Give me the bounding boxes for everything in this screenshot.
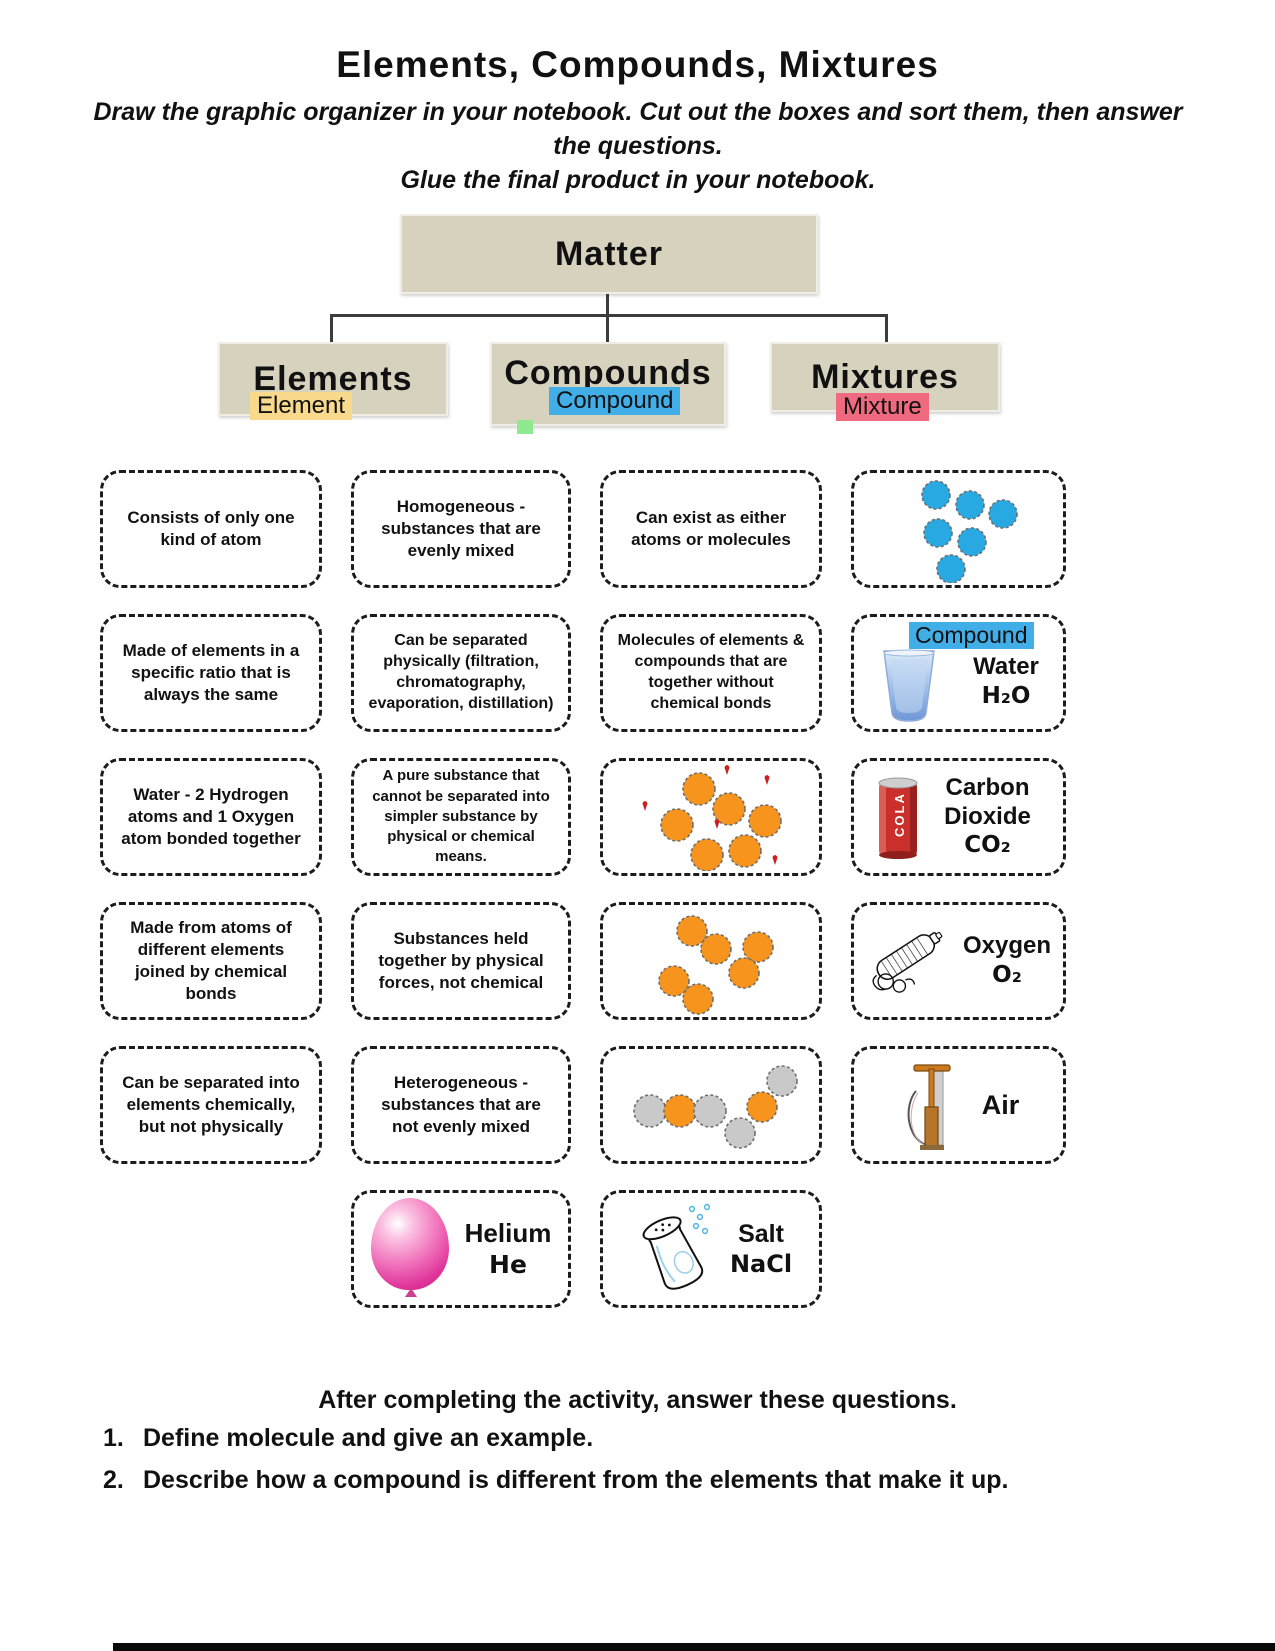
tree-connector-line: [330, 314, 333, 343]
question-1-text: Define molecule and give an example.: [143, 1424, 594, 1452]
card-text: Consists of only one kind of atom: [127, 507, 295, 549]
svg-text:COLA: COLA: [892, 792, 907, 837]
card-text: Homogeneous - substances that are evenly…: [381, 496, 541, 561]
card-specific-ratio: Made of elements in a specific ratio tha…: [100, 614, 322, 732]
card-water: Compound Water H₂O: [851, 614, 1066, 732]
orange-molecules-red-dots-icon: [642, 765, 782, 871]
card-carbon-dioxide: COLA Carbon Dioxide CO₂: [851, 758, 1066, 876]
helium-formula: He: [489, 1249, 527, 1279]
card-text: Water - 2 Hydrogen atoms and 1 Oxygen at…: [121, 784, 301, 849]
mixture-tag-label: Mixture: [836, 393, 929, 422]
instructions: Draw the graphic organizer in your noteb…: [78, 96, 1198, 197]
bottom-page-edge-bar: [113, 1643, 1275, 1651]
carbon-dioxide-formula: CO₂: [964, 832, 1011, 859]
element-tag-label: Element: [250, 392, 353, 421]
oxygen-tank-icon: [872, 931, 943, 993]
card-text: Molecules of elements & compounds that a…: [617, 632, 805, 712]
card-different-elements-bonds: Made from atoms of different elements jo…: [100, 902, 322, 1020]
card-text: Can exist as either atoms or molecules: [631, 507, 791, 549]
card-molecule-chains: [600, 1046, 822, 1164]
matter-box: Matter: [400, 214, 818, 294]
question-2-number: 2.: [103, 1466, 124, 1494]
helium-label: Helium: [464, 1217, 552, 1248]
question-1-number: 1.: [103, 1424, 124, 1452]
card-helium: Helium He: [351, 1190, 571, 1308]
instructions-line1: Draw the graphic organizer in your noteb…: [93, 98, 1183, 160]
card-text: Can be separated physically (filtration,…: [368, 632, 554, 712]
water-formula: H₂O: [981, 682, 1031, 709]
pink-balloon-icon: [370, 1198, 453, 1300]
blue-atoms-icon: [920, 480, 1018, 583]
card-text: Can be separated into elements chemicall…: [122, 1072, 300, 1137]
oxygen-formula: O₂: [992, 962, 1022, 989]
card-molecules-no-bonds: Molecules of elements & compounds that a…: [600, 614, 822, 732]
oxygen-label: Oxygen: [962, 932, 1051, 960]
card-separated-physically: Can be separated physically (filtration,…: [351, 614, 571, 732]
card-homogeneous: Homogeneous - substances that are evenly…: [351, 470, 571, 588]
question-1: 1. Define molecule and give an example.: [103, 1424, 593, 1453]
water-label: Water: [973, 653, 1039, 680]
card-separated-chemically: Can be separated into elements chemicall…: [100, 1046, 322, 1164]
card-air: Air: [851, 1046, 1066, 1164]
card-salt: Salt NaCl: [600, 1190, 822, 1308]
card-text: Made of elements in a specific ratio tha…: [122, 640, 300, 705]
green-highlight-mark: [517, 420, 533, 434]
questions-heading: After completing the activity, answer th…: [318, 1386, 957, 1414]
tree-connector-line: [606, 294, 609, 315]
card-text: A pure substance that cannot be separate…: [372, 767, 550, 866]
salt-shaker-icon: [642, 1203, 711, 1290]
card-orange-pairs: [600, 902, 822, 1020]
instructions-line2: Glue the final product in your notebook.: [400, 165, 876, 194]
card-oxygen: Oxygen O₂: [851, 902, 1066, 1020]
card-water-description: Water - 2 Hydrogen atoms and 1 Oxygen at…: [100, 758, 322, 876]
tree-connector-line: [885, 314, 888, 343]
salt-formula: NaCl: [729, 1250, 793, 1278]
card-physical-forces: Substances held together by physical for…: [351, 902, 571, 1020]
card-text: Made from atoms of different elements jo…: [130, 917, 292, 1004]
carbon-dioxide-label: Carbon Dioxide: [944, 773, 1031, 830]
mixed-molecule-chains-icon: [633, 1065, 798, 1149]
card-text: Substances held together by physical for…: [378, 928, 544, 993]
salt-label: Salt: [738, 1220, 784, 1248]
card-pure-substance: A pure substance that cannot be separate…: [351, 758, 571, 876]
question-2: 2. Describe how a compound is different …: [103, 1466, 1008, 1495]
compounds-box: Compounds: [490, 342, 726, 426]
air-label: Air: [981, 1089, 1020, 1120]
orange-molecule-pairs-icon: [658, 915, 774, 1015]
card-one-kind-of-atom: Consists of only one kind of atom: [100, 470, 322, 588]
question-2-text: Describe how a compound is different fro…: [143, 1466, 1009, 1494]
page-title: Elements, Compounds, Mixtures: [336, 44, 939, 85]
card-atoms-or-molecules: Can exist as either atoms or molecules: [600, 470, 822, 588]
card-heterogeneous: Heterogeneous - substances that are not …: [351, 1046, 571, 1164]
tree-connector-line: [330, 314, 888, 317]
air-pump-icon: [907, 1064, 951, 1150]
compound-tag-label: Compound: [549, 387, 681, 416]
card-text: Heterogeneous - substances that are not …: [381, 1072, 541, 1137]
glass-of-water-icon: [883, 649, 935, 722]
card-blue-atoms: [851, 470, 1066, 588]
cola-can-icon: COLA: [878, 777, 917, 859]
compound-chip-label: Compound: [909, 622, 1034, 649]
tree-connector-line: [606, 314, 609, 343]
card-orange-molecules: [600, 758, 822, 876]
cards-grid: Consists of only one kind of atom Homoge…: [100, 470, 1066, 1308]
